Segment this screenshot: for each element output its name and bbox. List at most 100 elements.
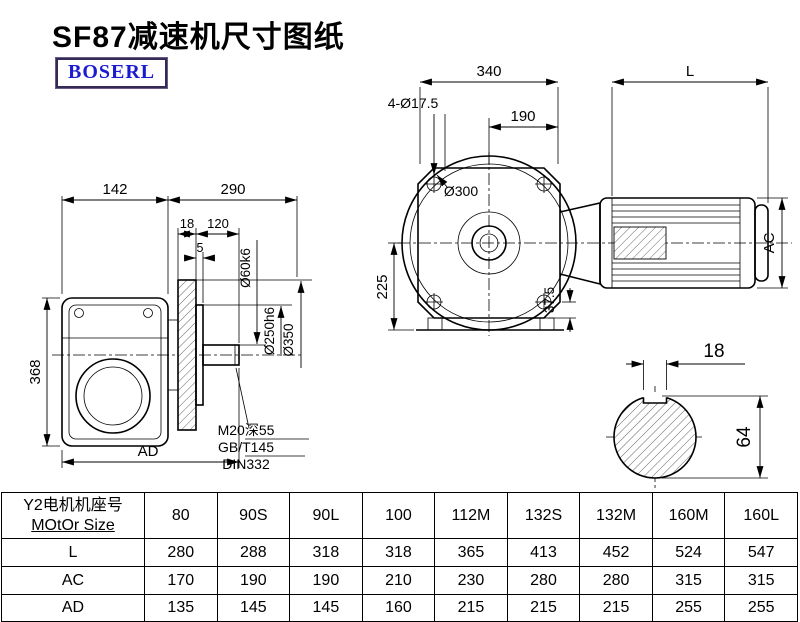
note-thread: M20深55 [218, 422, 275, 438]
dim-37-5: 37.5 [542, 287, 576, 332]
dim-368: 368 [27, 297, 60, 447]
shaft-section-view: 18 64 [606, 341, 768, 488]
table-cell: 255 [651, 594, 726, 622]
table-header-cell: 160M [651, 492, 726, 539]
table-header-cell: 80 [144, 492, 218, 539]
table-cell: 315 [651, 566, 726, 595]
table-cell: 210 [361, 566, 436, 595]
dim-225: 225 [374, 242, 414, 331]
table-header-cell: 90L [289, 492, 363, 539]
table-cell: 170 [144, 566, 218, 595]
table-cell: 190 [216, 566, 291, 595]
table-header-row: Y2电机机座号 MOtOr Size 80 90S 90L 100 112M 1… [1, 492, 798, 539]
dim-290: 290 [168, 181, 298, 277]
dim-64-label: 64 [734, 426, 755, 448]
table-header-cell: 132S [506, 492, 581, 539]
dim-340-label: 340 [476, 63, 501, 80]
table-cell: 413 [506, 538, 581, 567]
table-cell: 135 [144, 594, 218, 622]
dim-AD: AD [61, 368, 240, 468]
table-cell: 315 [724, 566, 798, 595]
table-cell: 215 [434, 594, 508, 622]
row-label: AC [1, 566, 145, 595]
dia-shaft-label: Ø60k6 [238, 248, 253, 288]
table-row: L 280 288 318 318 365 413 452 524 547 [1, 538, 798, 567]
table-cell: 280 [144, 538, 218, 567]
row-label: L [1, 538, 145, 567]
callout-bolt-holes: 4-Ø17.5 [388, 95, 446, 175]
motor-frame-label-cn: Y2电机机座号 [23, 496, 123, 514]
shaft-bore [471, 225, 507, 261]
dim-18-120: 18 120 [177, 216, 240, 343]
motor-winding-block [613, 226, 667, 260]
table-header-cell: 132M [579, 492, 653, 539]
table-cell: 318 [289, 538, 363, 567]
dim-290-label: 290 [220, 181, 245, 198]
dim-142: 142 [61, 181, 169, 294]
dim-5-label: 5 [197, 241, 204, 255]
gear-housing [61, 297, 169, 447]
table-cell: 215 [506, 594, 581, 622]
table-header-cell: 160L [724, 492, 798, 539]
brand-logo: BOSERL [54, 57, 169, 89]
motor-adapter [559, 202, 601, 286]
dim-L: L [611, 63, 769, 203]
table-row: AC 170 190 190 210 230 280 280 315 315 [1, 566, 798, 595]
wheel-bore-circle [75, 358, 151, 434]
dia-flange-label: Ø350 [281, 323, 296, 356]
note-standard-1: GB/T145 [218, 439, 274, 455]
technical-drawing: 368 142 290 18 120 5 [27, 63, 792, 488]
table-cell: 288 [216, 538, 291, 567]
motor-frame-label-en: MOtOr Size [31, 516, 115, 534]
dim-37-5-label: 37.5 [542, 287, 557, 313]
mounting-holes [425, 175, 553, 311]
table-header-cell: 90S [216, 492, 291, 539]
shaft-end-notes: M20深55 GB/T145 DIN332 [218, 367, 309, 472]
table-row: AD 135 145 145 160 215 215 215 255 255 [1, 594, 798, 622]
dim-key-18: 18 [626, 341, 745, 390]
housing-bolt [143, 308, 153, 318]
dim-key-18-label: 18 [703, 341, 724, 362]
note-standard-2: DIN332 [222, 456, 270, 472]
callout-300: Ø300 [436, 174, 478, 199]
table-header-cell: 100 [361, 492, 436, 539]
keyway [642, 397, 668, 404]
dim-5: 5 [184, 241, 215, 303]
table-header-cell: Y2电机机座号 MOtOr Size [1, 492, 145, 539]
diameter-callouts: Ø60k6 Ø250h6 Ø350 [196, 240, 312, 368]
table-cell: 452 [579, 538, 653, 567]
output-flange [177, 279, 197, 431]
dim-AC: AC [757, 197, 788, 289]
table-cell: 145 [289, 594, 363, 622]
output-shaft [202, 344, 240, 366]
table-cell: 160 [361, 594, 436, 622]
dim-AD-label: AD [138, 443, 159, 460]
dim-368-label: 368 [27, 359, 44, 384]
dim-225-label: 225 [374, 274, 391, 299]
shaft-section-circle [613, 395, 697, 479]
dim-142-label: 142 [102, 181, 127, 198]
dim-18-label: 18 [180, 216, 194, 231]
gear-housing-inner [68, 304, 162, 440]
table-cell: 255 [724, 594, 798, 622]
bolt-callout-label: 4-Ø17.5 [388, 95, 439, 111]
table-cell: 230 [434, 566, 508, 595]
table-cell: 524 [651, 538, 726, 567]
base-feet [416, 317, 564, 331]
dim-64: 64 [662, 395, 768, 479]
table-cell: 215 [579, 594, 653, 622]
dim-340: 340 [419, 63, 559, 164]
table-cell: 547 [724, 538, 798, 567]
table-header-cell: 112M [434, 492, 508, 539]
table-cell: 365 [434, 538, 508, 567]
page-title: SF87减速机尺寸图纸 [52, 21, 345, 54]
table-cell: 280 [506, 566, 581, 595]
dia-spigot-label: Ø250h6 [262, 307, 277, 355]
table-cell: 318 [361, 538, 436, 567]
dimension-table: Y2电机机座号 MOtOr Size 80 90S 90L 100 112M 1… [1, 492, 798, 622]
dim-190: 190 [488, 108, 558, 165]
dim-120-label: 120 [207, 216, 229, 231]
table-cell: 190 [289, 566, 363, 595]
side-view [52, 279, 302, 447]
